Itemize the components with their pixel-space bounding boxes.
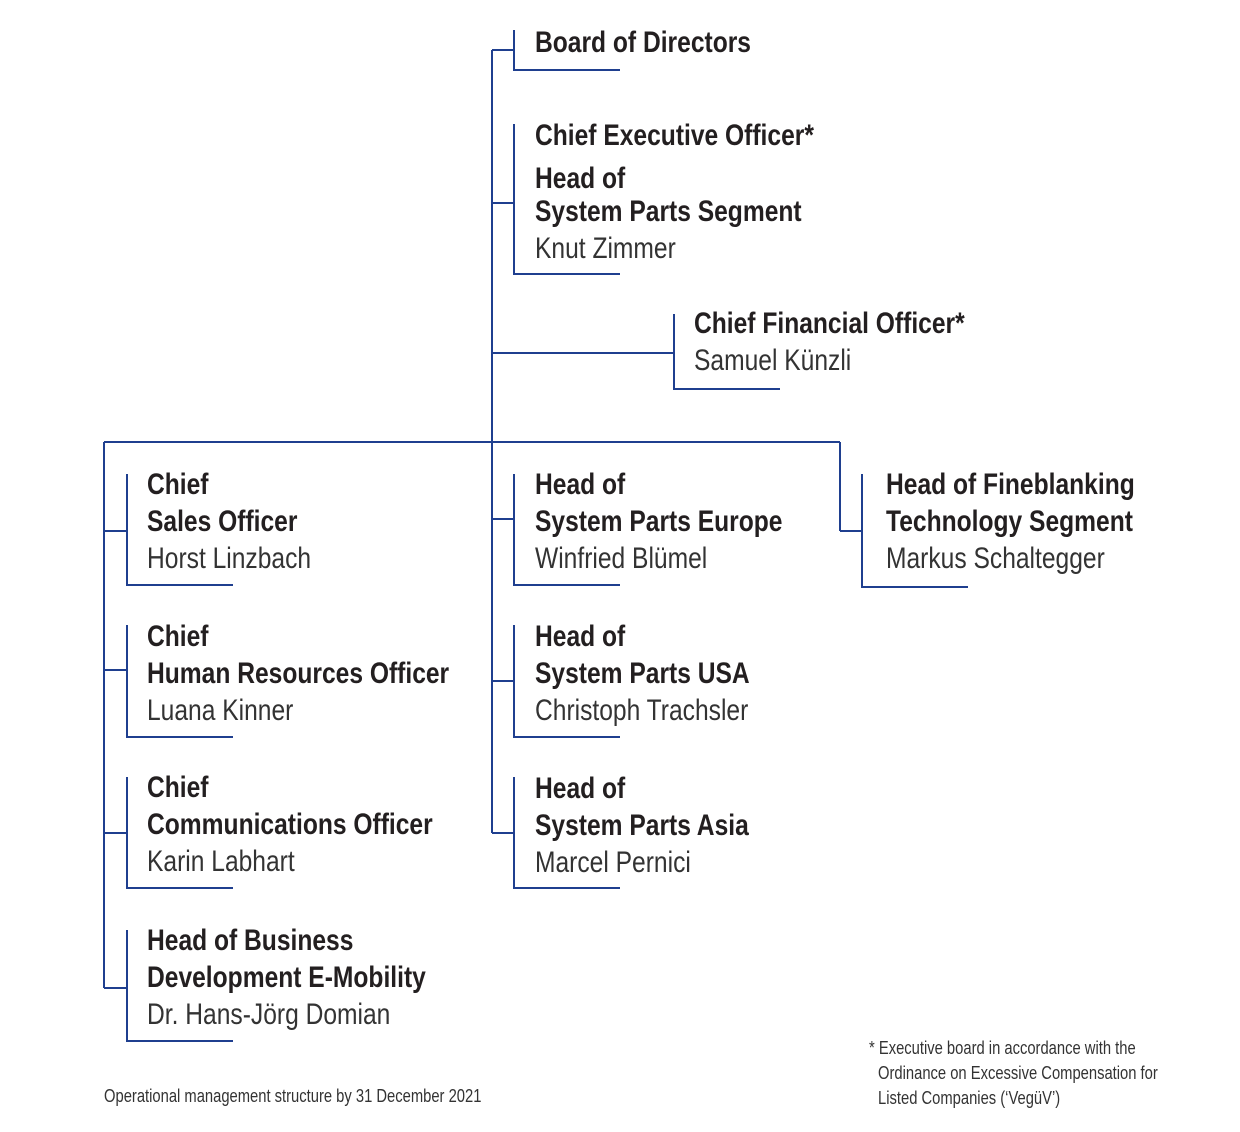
ceo-name: Knut Zimmer [535, 232, 676, 265]
chro-title-1: Chief [147, 620, 209, 653]
system-parts-asia-box: Head of System Parts Asia Marcel Pernici [535, 770, 749, 881]
chro-bracket [126, 625, 233, 738]
ceo-box: Chief Executive Officer* Head of System … [535, 117, 814, 267]
spe-title-2: System Parts Europe [535, 505, 783, 538]
spu-title-2: System Parts USA [535, 657, 750, 690]
spu-name: Christoph Trachsler [535, 694, 749, 727]
chro-title-2: Human Resources Officer [147, 657, 450, 690]
caption-text: Operational management structure by 31 D… [104, 1086, 482, 1106]
fineblanking-technology-box: Head of Fineblanking Technology Segment … [886, 466, 1135, 577]
caption: Operational management structure by 31 D… [104, 1084, 481, 1109]
cfo-bracket [673, 314, 780, 390]
footnote: * Executive board in accordance with the… [869, 1036, 1158, 1111]
fts-bracket [861, 474, 968, 588]
spa-name: Marcel Pernici [535, 846, 691, 879]
cco-title-2: Communications Officer [147, 808, 433, 841]
cso-title-2: Sales Officer [147, 505, 298, 538]
spa-title-2: System Parts Asia [535, 809, 749, 842]
chro-name: Luana Kinner [147, 694, 294, 727]
cco-box: Chief Communications Officer Karin Labha… [147, 769, 433, 880]
cco-name: Karin Labhart [147, 845, 295, 878]
spe-name: Winfried Blümel [535, 542, 708, 575]
chro-box: Chief Human Resources Officer Luana Kinn… [147, 618, 449, 729]
board-of-directors-box: Board of Directors [535, 24, 751, 61]
board-title: Board of Directors [535, 26, 751, 59]
cso-box: Chief Sales Officer Horst Linzbach [147, 466, 311, 577]
footnote-line-1: * Executive board in accordance with the [869, 1038, 1136, 1058]
spa-bracket [513, 777, 620, 889]
spe-bracket [513, 474, 620, 586]
ceo-title-1: Chief Executive Officer* [535, 119, 814, 152]
ceo-title-2: Head of [535, 162, 626, 195]
fts-name: Markus Schaltegger [886, 542, 1105, 575]
cfo-name: Samuel Künzli [694, 344, 852, 377]
bd-title-2: Development E-Mobility [147, 961, 426, 994]
fts-title-2: Technology Segment [886, 505, 1133, 538]
footnote-line-2: Ordinance on Excessive Compensation for [878, 1063, 1158, 1083]
spa-title-1: Head of [535, 772, 626, 805]
cso-bracket [126, 474, 233, 586]
cso-title-1: Chief [147, 468, 209, 501]
fts-title-1: Head of Fineblanking [886, 468, 1135, 501]
ceo-bracket [513, 124, 620, 275]
board-bracket [513, 30, 620, 71]
bd-title-1: Head of Business [147, 924, 354, 957]
ceo-title-3: System Parts Segment [535, 195, 802, 228]
system-parts-europe-box: Head of System Parts Europe Winfried Blü… [535, 466, 782, 577]
cfo-title: Chief Financial Officer* [694, 307, 965, 340]
spu-title-1: Head of [535, 620, 626, 653]
cco-bracket [126, 777, 233, 889]
footnote-line-3: Listed Companies (‘VegüV’) [878, 1088, 1061, 1108]
bd-bracket [126, 930, 233, 1042]
cco-title-1: Chief [147, 771, 209, 804]
bd-name: Dr. Hans-Jörg Domian [147, 998, 391, 1031]
cfo-box: Chief Financial Officer* Samuel Künzli [694, 305, 965, 379]
spe-title-1: Head of [535, 468, 626, 501]
business-development-box: Head of Business Development E-Mobility … [147, 922, 426, 1033]
spu-bracket [513, 625, 620, 738]
system-parts-usa-box: Head of System Parts USA Christoph Trach… [535, 618, 750, 729]
cso-name: Horst Linzbach [147, 542, 312, 575]
